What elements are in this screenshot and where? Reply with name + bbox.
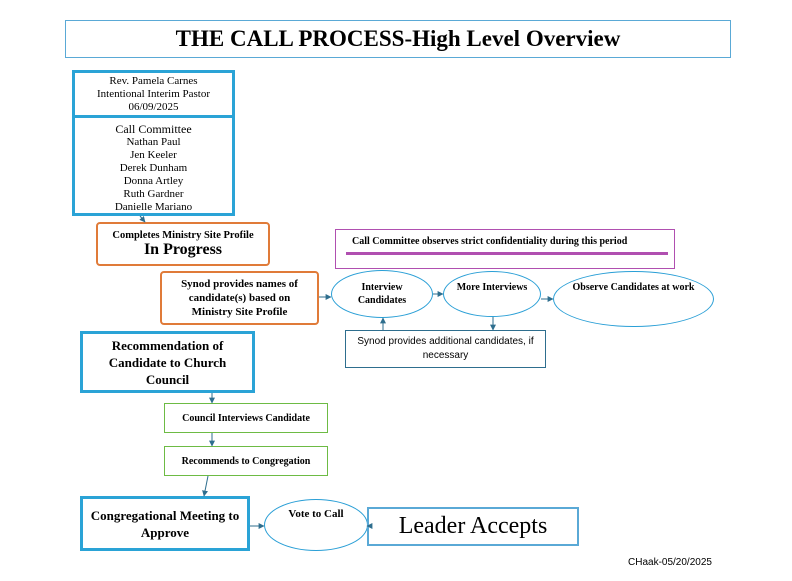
- pastor-date: 06/09/2025: [128, 100, 179, 113]
- synod-names-text: Synod provides names of candidate(s) bas…: [181, 278, 298, 318]
- pastor-role: Intentional Interim Pastor: [96, 87, 211, 100]
- meeting-box: Congregational Meeting to Approve: [80, 496, 250, 551]
- footer-credit: CHaak-05/20/2025: [628, 557, 712, 568]
- profile-label: Completes Ministry Site Profile: [112, 229, 254, 241]
- interview-candidates-node: Interview Candidates: [331, 270, 433, 318]
- confidentiality-underline: [346, 252, 668, 255]
- recommendation-text: Recommendation of Candidate to Church Co…: [108, 337, 227, 387]
- committee-member: Nathan Paul: [126, 136, 181, 148]
- page-title: THE CALL PROCESS-High Level Overview: [175, 26, 621, 51]
- arrow-committee-to-profile: [139, 215, 146, 223]
- recommendation-box: Recommendation of Candidate to Church Co…: [80, 331, 255, 393]
- confidentiality-box: Call Committee observes strict confident…: [335, 229, 675, 269]
- profile-box: Completes Ministry Site Profile In Progr…: [96, 222, 270, 266]
- committee-member: Danielle Mariano: [114, 201, 193, 213]
- title-banner: THE CALL PROCESS-High Level Overview: [65, 20, 731, 58]
- arrow-recommends-to-meeting: [202, 475, 209, 497]
- pastor-name: Rev. Pamela Carnes: [109, 74, 198, 87]
- observe-candidates-node: Observe Candidates at work: [553, 271, 714, 327]
- vote-to-call-text: Vote to Call: [288, 508, 344, 520]
- council-interviews-text: Council Interviews Candidate: [182, 412, 310, 424]
- committee-box: Call Committee Nathan Paul Jen Keeler De…: [72, 115, 235, 216]
- committee-member: Derek Dunham: [119, 162, 188, 174]
- confidentiality-text: Call Committee observes strict confident…: [352, 236, 628, 247]
- leader-accepts-box: Leader Accepts: [367, 507, 579, 546]
- committee-member: Ruth Gardner: [123, 188, 184, 200]
- observe-candidates-text: Observe Candidates at work: [572, 282, 695, 293]
- committee-member: Jen Keeler: [130, 149, 177, 161]
- committee-member: Donna Artley: [123, 175, 184, 187]
- council-interviews-box: Council Interviews Candidate: [164, 403, 328, 433]
- synod-additional-text: Synod provides additional candidates, if…: [357, 336, 534, 361]
- more-interviews-text: More Interviews: [456, 282, 528, 293]
- committee-heading: Call Committee: [115, 122, 192, 136]
- profile-status: In Progress: [143, 240, 223, 258]
- synod-additional-box: Synod provides additional candidates, if…: [345, 330, 546, 368]
- leader-accepts-text: Leader Accepts: [398, 513, 548, 539]
- recommends-text: Recommends to Congregation: [181, 455, 311, 467]
- meeting-text: Congregational Meeting to Approve: [90, 507, 240, 540]
- more-interviews-node: More Interviews: [443, 271, 541, 317]
- recommends-box: Recommends to Congregation: [164, 446, 328, 476]
- interview-candidates-text: Interview Candidates: [357, 282, 407, 306]
- synod-names-box: Synod provides names of candidate(s) bas…: [160, 271, 319, 325]
